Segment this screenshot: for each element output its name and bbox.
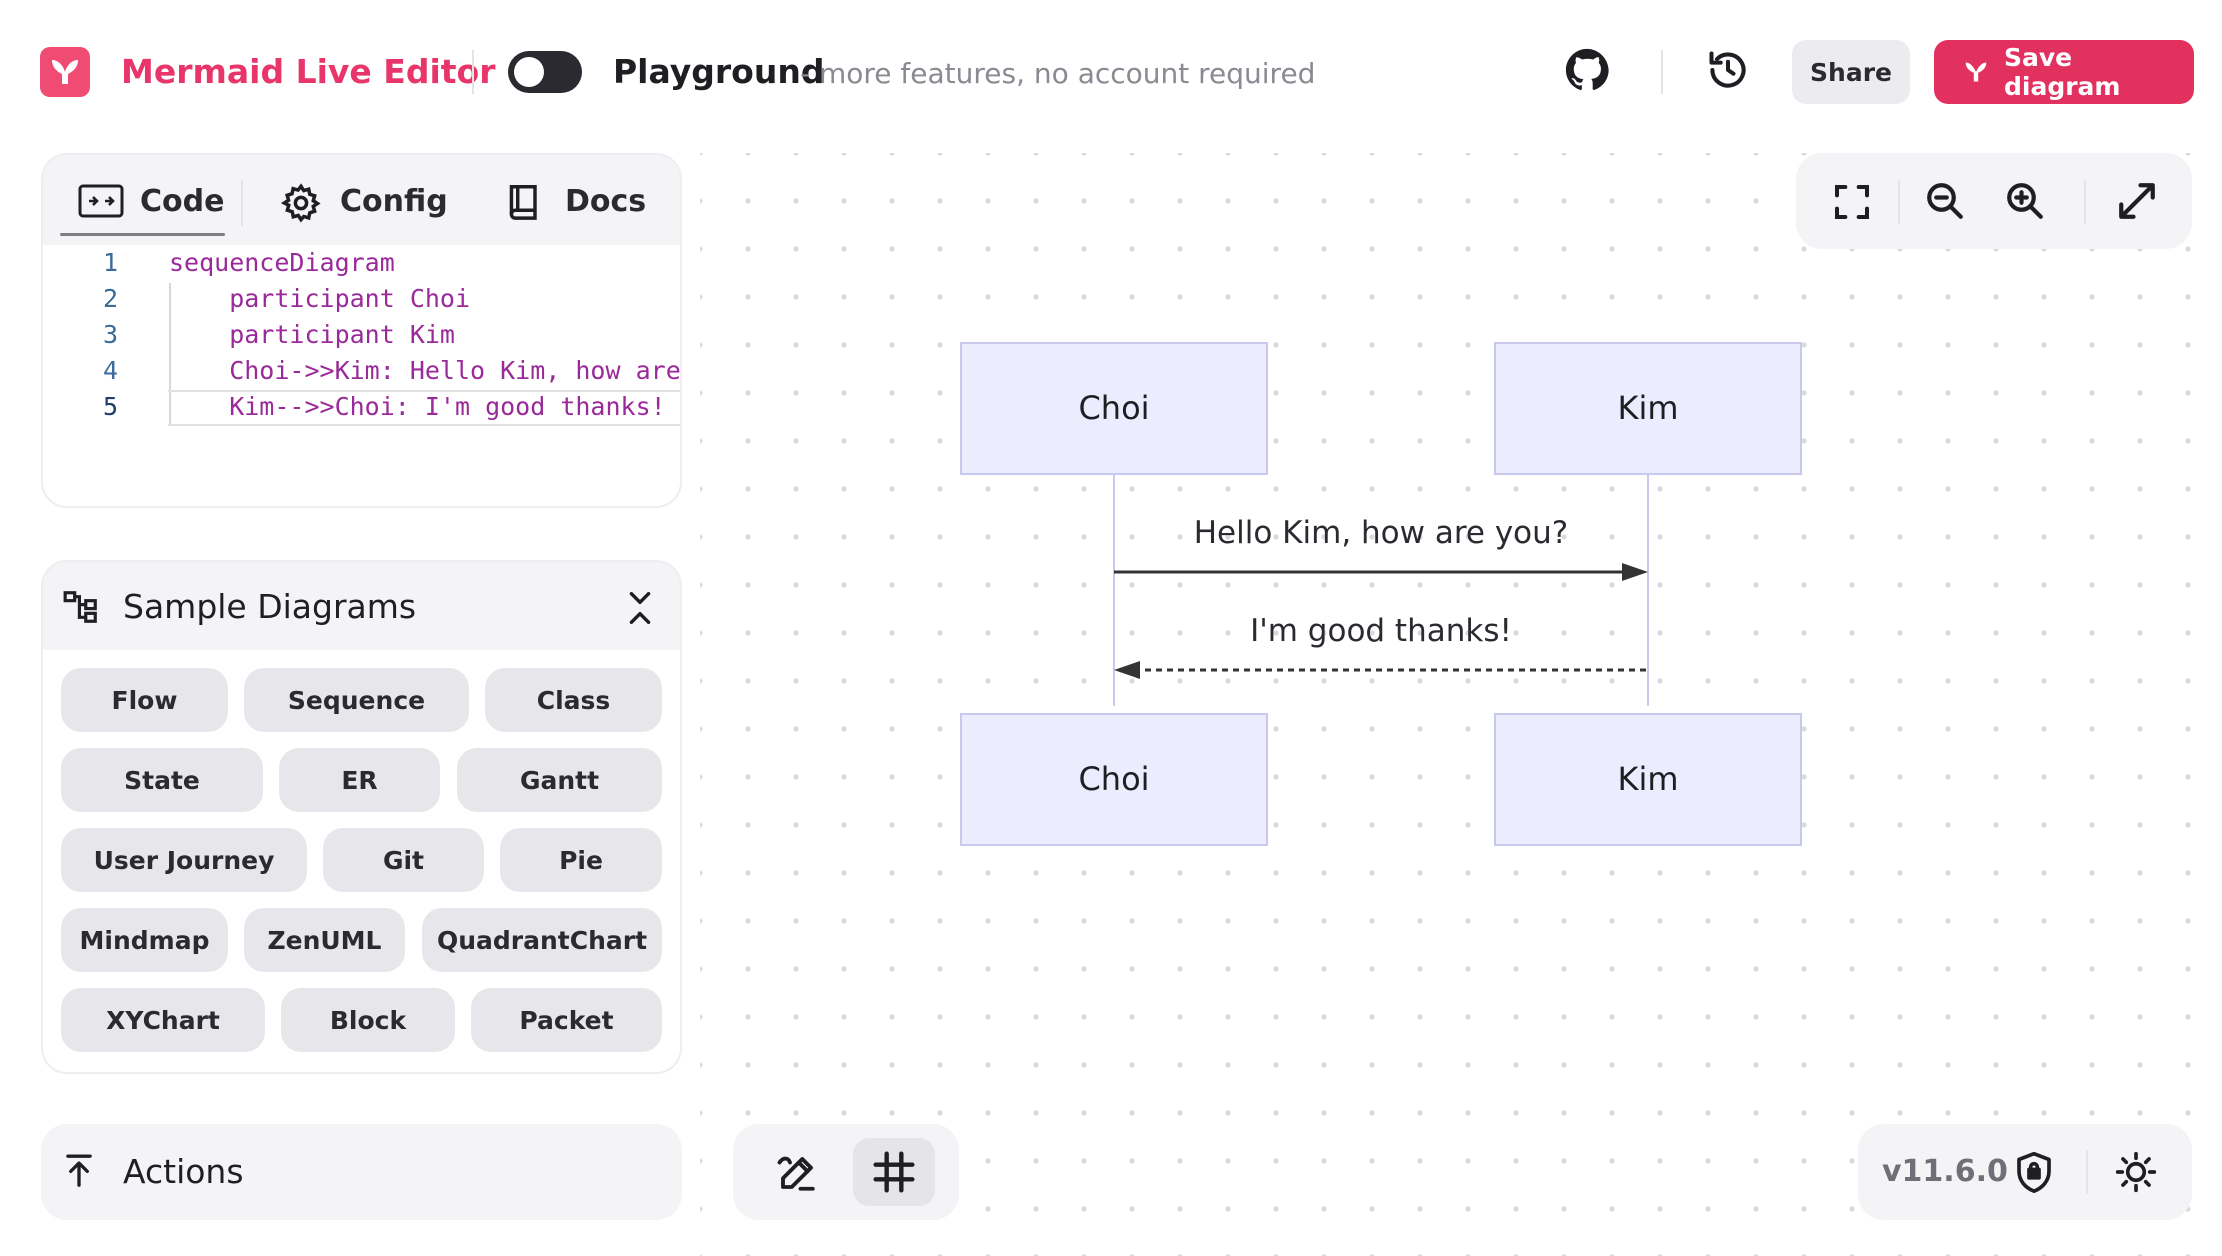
- tab-docs[interactable]: Docs: [505, 172, 655, 232]
- tab-label: Config: [340, 184, 448, 219]
- active-line-highlight: [168, 390, 680, 426]
- collapse-icon[interactable]: [622, 588, 662, 628]
- actor-bottom-kim[interactable]: Kim: [1494, 713, 1802, 846]
- sample-xychart-button[interactable]: XYChart: [61, 988, 265, 1052]
- line-number: 2: [102, 284, 118, 313]
- sample-sequence-button[interactable]: Sequence: [244, 668, 469, 732]
- tab-divider: [241, 180, 243, 226]
- line-number: 4: [102, 356, 118, 385]
- code-line[interactable]: 5 Kim-->>Choi: I'm good thanks!: [43, 389, 680, 425]
- github-icon[interactable]: [1565, 48, 1613, 96]
- actor-top-choi[interactable]: Choi: [960, 342, 1268, 475]
- toolbar-divider: [2086, 1150, 2088, 1194]
- actor-bottom-choi[interactable]: Choi: [960, 713, 1268, 846]
- sample-mindmap-button[interactable]: Mindmap: [61, 908, 228, 972]
- tab-config[interactable]: Config: [280, 172, 448, 232]
- message-arrow-solid: [1114, 563, 1648, 581]
- history-icon[interactable]: [1706, 48, 1754, 96]
- toggle-knob: [514, 57, 544, 87]
- sample-gantt-button[interactable]: Gantt: [457, 748, 662, 812]
- sample-state-button[interactable]: State: [61, 748, 263, 812]
- sample-git-button[interactable]: Git: [323, 828, 484, 892]
- diagram-flow-icon: [62, 588, 102, 628]
- grid-toggle-button[interactable]: [853, 1138, 935, 1206]
- tab-label: Docs: [565, 184, 647, 219]
- pen-icon[interactable]: [776, 1152, 820, 1196]
- sample-quadrantchart-button[interactable]: QuadrantChart: [422, 908, 662, 972]
- version-bar: [1858, 1124, 2192, 1220]
- code-text: Kim-->>Choi: I'm good thanks!: [169, 392, 666, 421]
- playground-toggle[interactable]: [508, 51, 582, 93]
- mode-label: Playground: [613, 52, 825, 91]
- toolbar-divider: [2084, 180, 2086, 224]
- code-icon: [78, 184, 124, 218]
- header-divider: [1661, 50, 1663, 94]
- sample-packet-button[interactable]: Packet: [471, 988, 662, 1052]
- active-tab-indicator: [60, 233, 225, 236]
- line-number: 3: [102, 320, 118, 349]
- line-number: 1: [102, 248, 118, 277]
- fullscreen-icon[interactable]: [2116, 180, 2160, 224]
- sample-pie-button[interactable]: Pie: [500, 828, 662, 892]
- mode-subtitle: - more features, no account required: [800, 57, 1316, 90]
- book-icon: [509, 184, 537, 220]
- sun-icon[interactable]: [2114, 1150, 2160, 1196]
- sample-class-button[interactable]: Class: [485, 668, 662, 732]
- code-line[interactable]: 2 participant Choi: [43, 281, 680, 317]
- shield-lock-icon[interactable]: [2014, 1150, 2058, 1196]
- actions-label: Actions: [123, 1152, 244, 1191]
- line-number: 5: [102, 392, 118, 421]
- sample-flow-button[interactable]: Flow: [61, 668, 228, 732]
- app-title[interactable]: Mermaid Live Editor: [121, 52, 496, 91]
- view-controls: [1796, 153, 2192, 249]
- message-label: Hello Kim, how are you?: [1193, 515, 1569, 551]
- sample-block-button[interactable]: Block: [281, 988, 455, 1052]
- mermaid-icon: [1965, 62, 1987, 82]
- code-text: participant Kim: [169, 320, 455, 349]
- indent-guide: [169, 283, 171, 426]
- lifeline-choi: [1113, 468, 1115, 706]
- code-text: participant Choi: [169, 284, 471, 313]
- toolbar-divider: [1898, 180, 1900, 224]
- grid-icon: [872, 1150, 918, 1196]
- zoom-in-icon[interactable]: [2004, 180, 2048, 224]
- diagram-canvas[interactable]: [700, 153, 2222, 1256]
- code-text: Choi->>Kim: Hello Kim, how are: [169, 356, 681, 385]
- sequence-diagram[interactable]: Choi Kim Choi Kim Hello Kim, how are you…: [950, 335, 1810, 855]
- sample-er-button[interactable]: ER: [279, 748, 440, 812]
- share-button[interactable]: Share: [1792, 40, 1910, 104]
- code-line[interactable]: 3 participant Kim: [43, 317, 680, 353]
- tab-code[interactable]: Code: [78, 172, 228, 232]
- zoom-out-icon[interactable]: [1924, 180, 1968, 224]
- actions-panel[interactable]: [41, 1124, 682, 1220]
- code-line[interactable]: 1 sequenceDiagram: [43, 245, 680, 281]
- header-divider: [472, 50, 474, 94]
- save-diagram-button[interactable]: Save diagram: [1934, 40, 2194, 104]
- code-editor[interactable]: [43, 245, 680, 506]
- mermaid-logo-icon[interactable]: [40, 47, 90, 97]
- message-arrow-dotted: [1114, 661, 1647, 679]
- sample-diagrams-title: Sample Diagrams: [123, 587, 417, 626]
- lifeline-kim: [1647, 468, 1649, 706]
- actor-top-kim[interactable]: Kim: [1494, 342, 1802, 475]
- sample-zenuml-button[interactable]: ZenUML: [244, 908, 405, 972]
- code-line[interactable]: 4 Choi->>Kim: Hello Kim, how are: [43, 353, 681, 389]
- tab-label: Code: [140, 184, 225, 219]
- message-label: I'm good thanks!: [1250, 613, 1512, 649]
- gear-icon: [280, 183, 321, 223]
- expand-up-icon: [62, 1152, 102, 1192]
- version-label: v11.6.0: [1882, 1154, 2008, 1189]
- fit-view-icon[interactable]: [1832, 182, 1872, 222]
- sample-user-journey-button[interactable]: User Journey: [61, 828, 307, 892]
- code-text: sequenceDiagram: [169, 248, 395, 277]
- save-diagram-label: Save diagram: [2004, 43, 2121, 101]
